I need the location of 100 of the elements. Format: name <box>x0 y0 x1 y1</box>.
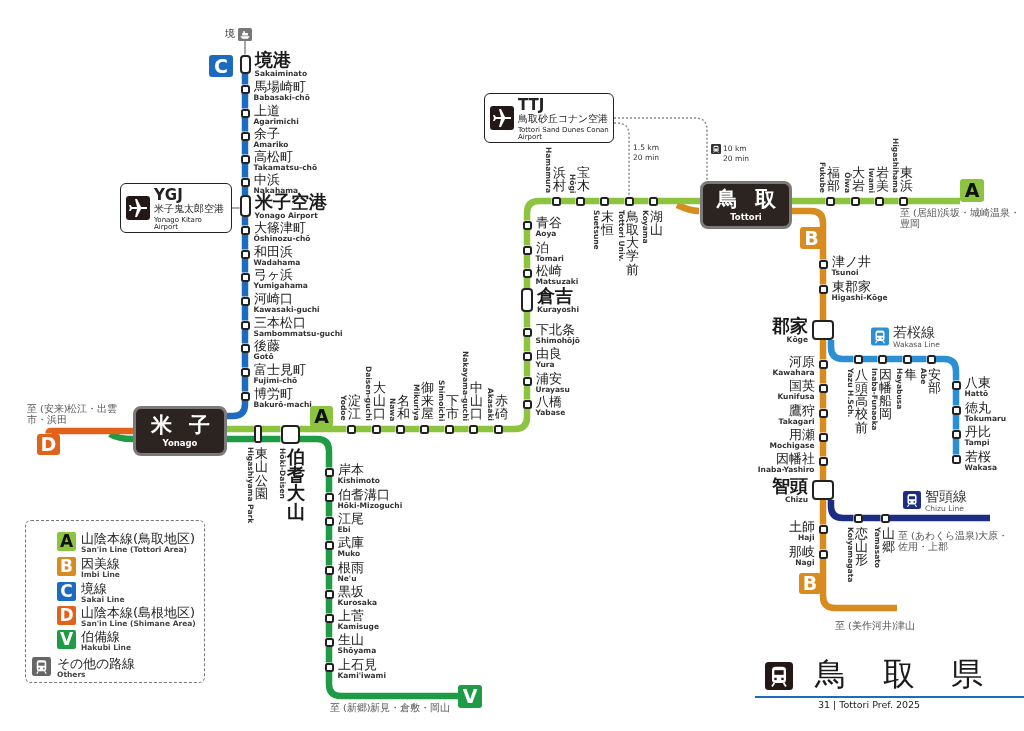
rail-line <box>325 549 333 566</box>
station-name: 鷹狩 <box>788 403 815 417</box>
station-name: 八頭高校前 <box>854 367 869 434</box>
rail-line <box>428 425 445 433</box>
station-name: 末恒 <box>600 209 615 236</box>
station-marker <box>324 516 334 526</box>
station-name: 武庫 <box>337 535 364 549</box>
station-name: 浦安 <box>535 371 562 385</box>
station-marker <box>240 177 250 187</box>
rail-line <box>819 368 827 384</box>
station-name: 大岩 <box>851 166 866 193</box>
rail-line <box>325 622 333 638</box>
station-marker <box>493 424 503 434</box>
rail-line <box>819 392 827 409</box>
station-marker <box>240 367 250 377</box>
station-marker <box>818 456 828 466</box>
title: 鳥取県 <box>815 658 1019 690</box>
station-name: 米子空港 <box>254 193 327 212</box>
rail-line <box>325 671 458 700</box>
station-marker <box>850 196 860 206</box>
station-name: 河崎口 <box>253 291 293 305</box>
rail-line <box>608 197 625 205</box>
rail-line <box>952 414 960 430</box>
line-badge: A <box>960 178 984 202</box>
station-marker <box>240 108 250 118</box>
station-name: 福部 <box>826 166 841 193</box>
station-name: 後藤 <box>253 338 280 352</box>
rail-line <box>241 234 249 250</box>
station-marker <box>951 454 961 464</box>
station-marker <box>599 196 609 206</box>
rail-line <box>241 305 249 321</box>
station-marker <box>346 424 356 434</box>
station-marker <box>951 405 961 415</box>
page-footer: 31 | Tottori Pref. 2025 <box>818 700 921 710</box>
line-badge: B <box>800 227 823 249</box>
station-marker <box>951 429 961 439</box>
station-marker <box>853 354 863 364</box>
station-name: 米子 <box>149 414 227 436</box>
station-name: 因幡船岡 <box>878 367 893 421</box>
station-name: 東浜 <box>899 166 914 193</box>
station-marker <box>239 54 251 74</box>
station-marker <box>324 637 334 647</box>
rail-line <box>952 438 960 455</box>
dotted-line <box>613 122 630 198</box>
station-marker <box>812 320 834 340</box>
station-marker <box>624 196 634 206</box>
station-name: 根雨 <box>337 560 364 574</box>
line-badge: B <box>799 572 821 594</box>
rail-line <box>241 140 249 155</box>
rail-line <box>911 355 927 363</box>
station-name: 津ノ井 <box>831 254 871 268</box>
station-name: 御来屋 <box>420 380 435 421</box>
station-name: 松崎 <box>535 263 562 277</box>
rail-line <box>299 425 347 433</box>
rail-line <box>523 360 531 377</box>
station-marker <box>240 154 250 164</box>
station-marker <box>240 225 250 235</box>
line-name: 若桜線 <box>893 325 935 339</box>
station-name: 青谷 <box>535 215 562 229</box>
station-name: 浜村 <box>552 166 567 193</box>
station-marker <box>324 492 334 502</box>
station-name: 弓ヶ浜 <box>253 267 293 281</box>
station-marker <box>240 249 250 259</box>
destination-label: 至 (あわくら温泉)大原・佐用・上郡 <box>898 531 1010 553</box>
station-name: 山郷 <box>881 526 896 553</box>
station-name: 赤碕 <box>494 394 509 421</box>
airport-box <box>120 183 232 233</box>
rail-line <box>241 329 249 344</box>
station-name: 和田浜 <box>253 244 293 258</box>
airport-code: TTJ <box>518 98 545 114</box>
station-marker <box>254 425 262 443</box>
station-marker <box>324 467 334 477</box>
station-marker <box>522 327 532 337</box>
badge-letter: D <box>58 607 75 624</box>
rail-line <box>227 400 249 420</box>
rail-line <box>834 197 851 205</box>
station-name: 国英 <box>788 378 815 392</box>
line-badge: D <box>37 433 60 455</box>
rail-line <box>886 355 903 363</box>
station-name: 岸本 <box>337 462 364 476</box>
rail-line <box>241 117 249 132</box>
rail-line <box>241 93 249 109</box>
rail-line <box>523 312 531 328</box>
station-marker <box>902 354 912 364</box>
station-name: 境港 <box>254 51 291 70</box>
station-marker <box>324 589 334 599</box>
station-name: 河原 <box>788 354 815 368</box>
station-name: 淀江 <box>347 394 362 421</box>
line-badge: C <box>209 55 233 77</box>
station-name: 智頭 <box>772 477 808 496</box>
rail-line <box>241 281 249 297</box>
rail-line <box>560 197 576 205</box>
rail-line <box>819 340 827 360</box>
badge-letter: C <box>59 583 74 600</box>
rail-line <box>45 427 133 437</box>
rail-line <box>633 197 649 205</box>
station-name: 泊 <box>535 240 549 254</box>
rail-line <box>241 352 249 368</box>
rail-line <box>477 425 494 433</box>
rail-line <box>241 217 249 226</box>
